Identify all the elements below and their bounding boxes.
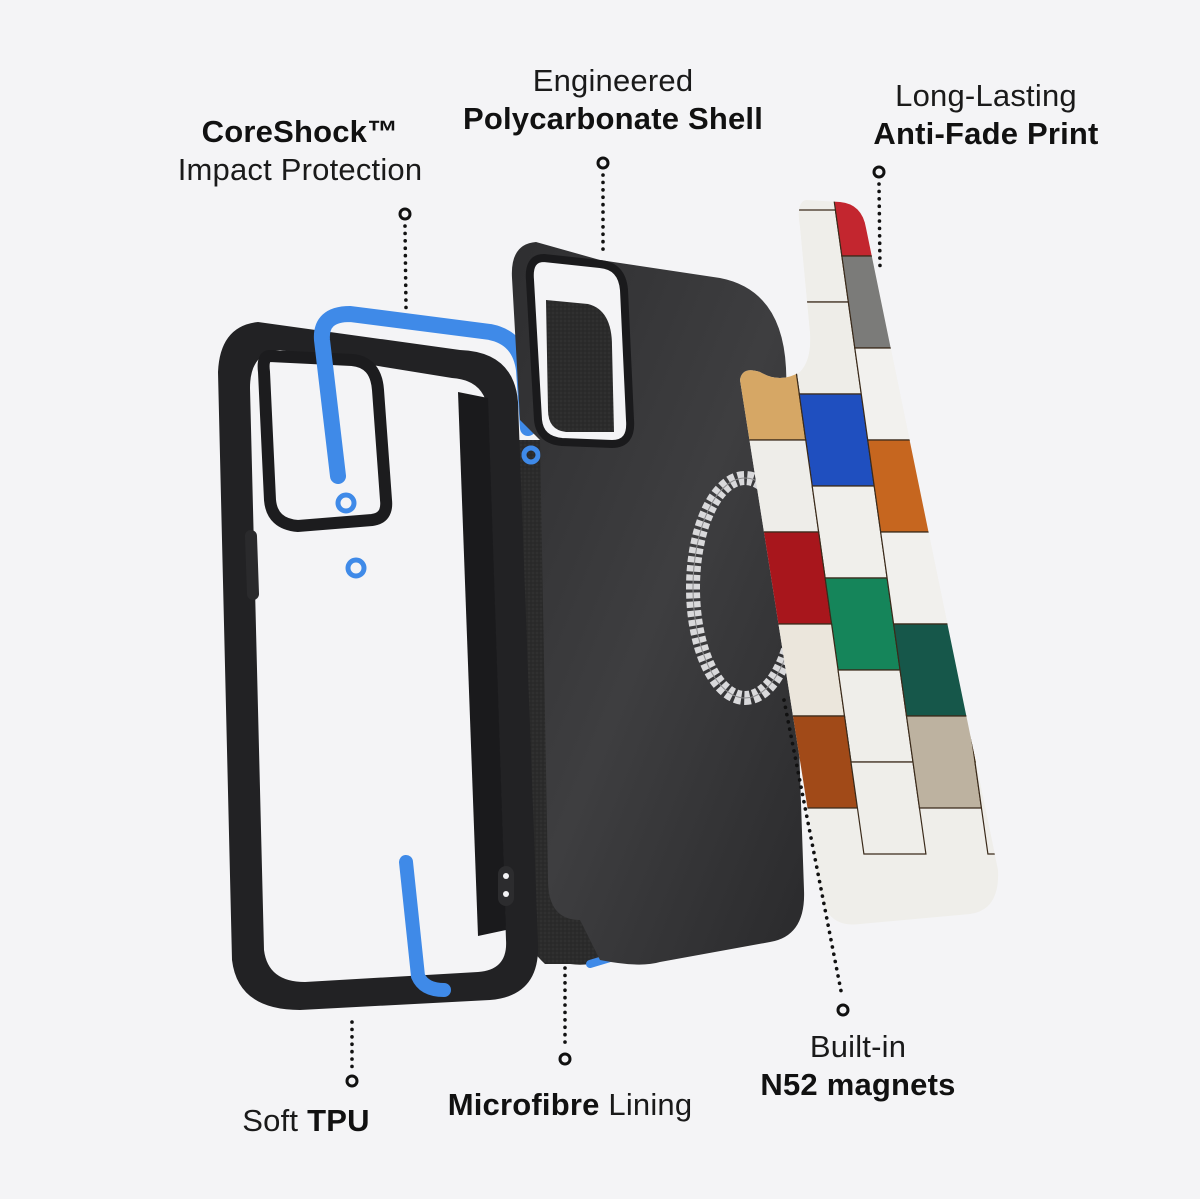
leader-tpu (345, 1020, 359, 1088)
tpu-bumper-layer (218, 322, 539, 1010)
leader-lines (345, 156, 886, 1088)
leader-shell (596, 156, 610, 258)
label-print: Long-Lasting Anti-Fade Print (846, 77, 1126, 153)
mosaic-tile (892, 623, 970, 717)
label-magnets-subtitle: Built-in (809, 1029, 907, 1064)
coreshock-rings (335, 445, 541, 579)
label-coreshock-subtitle: Impact Protection (177, 151, 423, 187)
label-shell-subtitle: Engineered (532, 63, 694, 98)
mosaic-tile (974, 761, 999, 855)
label-shell-title: Polycarbonate Shell (462, 100, 764, 136)
mosaic-tile (905, 715, 983, 809)
label-tpu: Soft TPU (216, 1102, 396, 1140)
leader-coreshock (398, 207, 412, 310)
mosaic-tile (879, 531, 957, 625)
label-print-subtitle: Long-Lasting (895, 78, 1077, 113)
leader-magnets (782, 698, 850, 1017)
polycarbonate-shell-layer (511, 242, 805, 965)
mosaic-tile (740, 200, 781, 257)
mosaic-tile (909, 301, 986, 395)
label-print-title: Anti-Fade Print (873, 115, 1099, 151)
label-lining-suffix: Lining (608, 1087, 693, 1122)
mosaic-tile (948, 577, 999, 671)
label-magnets: Built-in N52 magnets (738, 1028, 978, 1104)
mosaic-tile (828, 200, 905, 257)
mosaic-tile (961, 669, 999, 763)
label-coreshock-title: CoreShock™ (201, 114, 399, 149)
label-magnets-title: N52 magnets (760, 1066, 956, 1102)
label-lining: Microfibre Lining (420, 1086, 720, 1124)
leader-lining (558, 966, 572, 1066)
label-lining-title: Microfibre (447, 1087, 600, 1122)
label-tpu-prefix: Soft (242, 1103, 299, 1138)
mosaic-tile (867, 439, 944, 533)
mosaic-tile (841, 255, 918, 349)
label-tpu-title: TPU (307, 1103, 370, 1138)
leader-print (872, 165, 886, 270)
mosaic-tile (854, 347, 931, 441)
label-shell: Engineered Polycarbonate Shell (430, 62, 796, 138)
mosaic-tile (922, 393, 999, 487)
mosaic-tile (896, 209, 974, 303)
label-coreshock: CoreShock™ Impact Protection (140, 113, 460, 189)
mosaic-tile (935, 485, 999, 579)
